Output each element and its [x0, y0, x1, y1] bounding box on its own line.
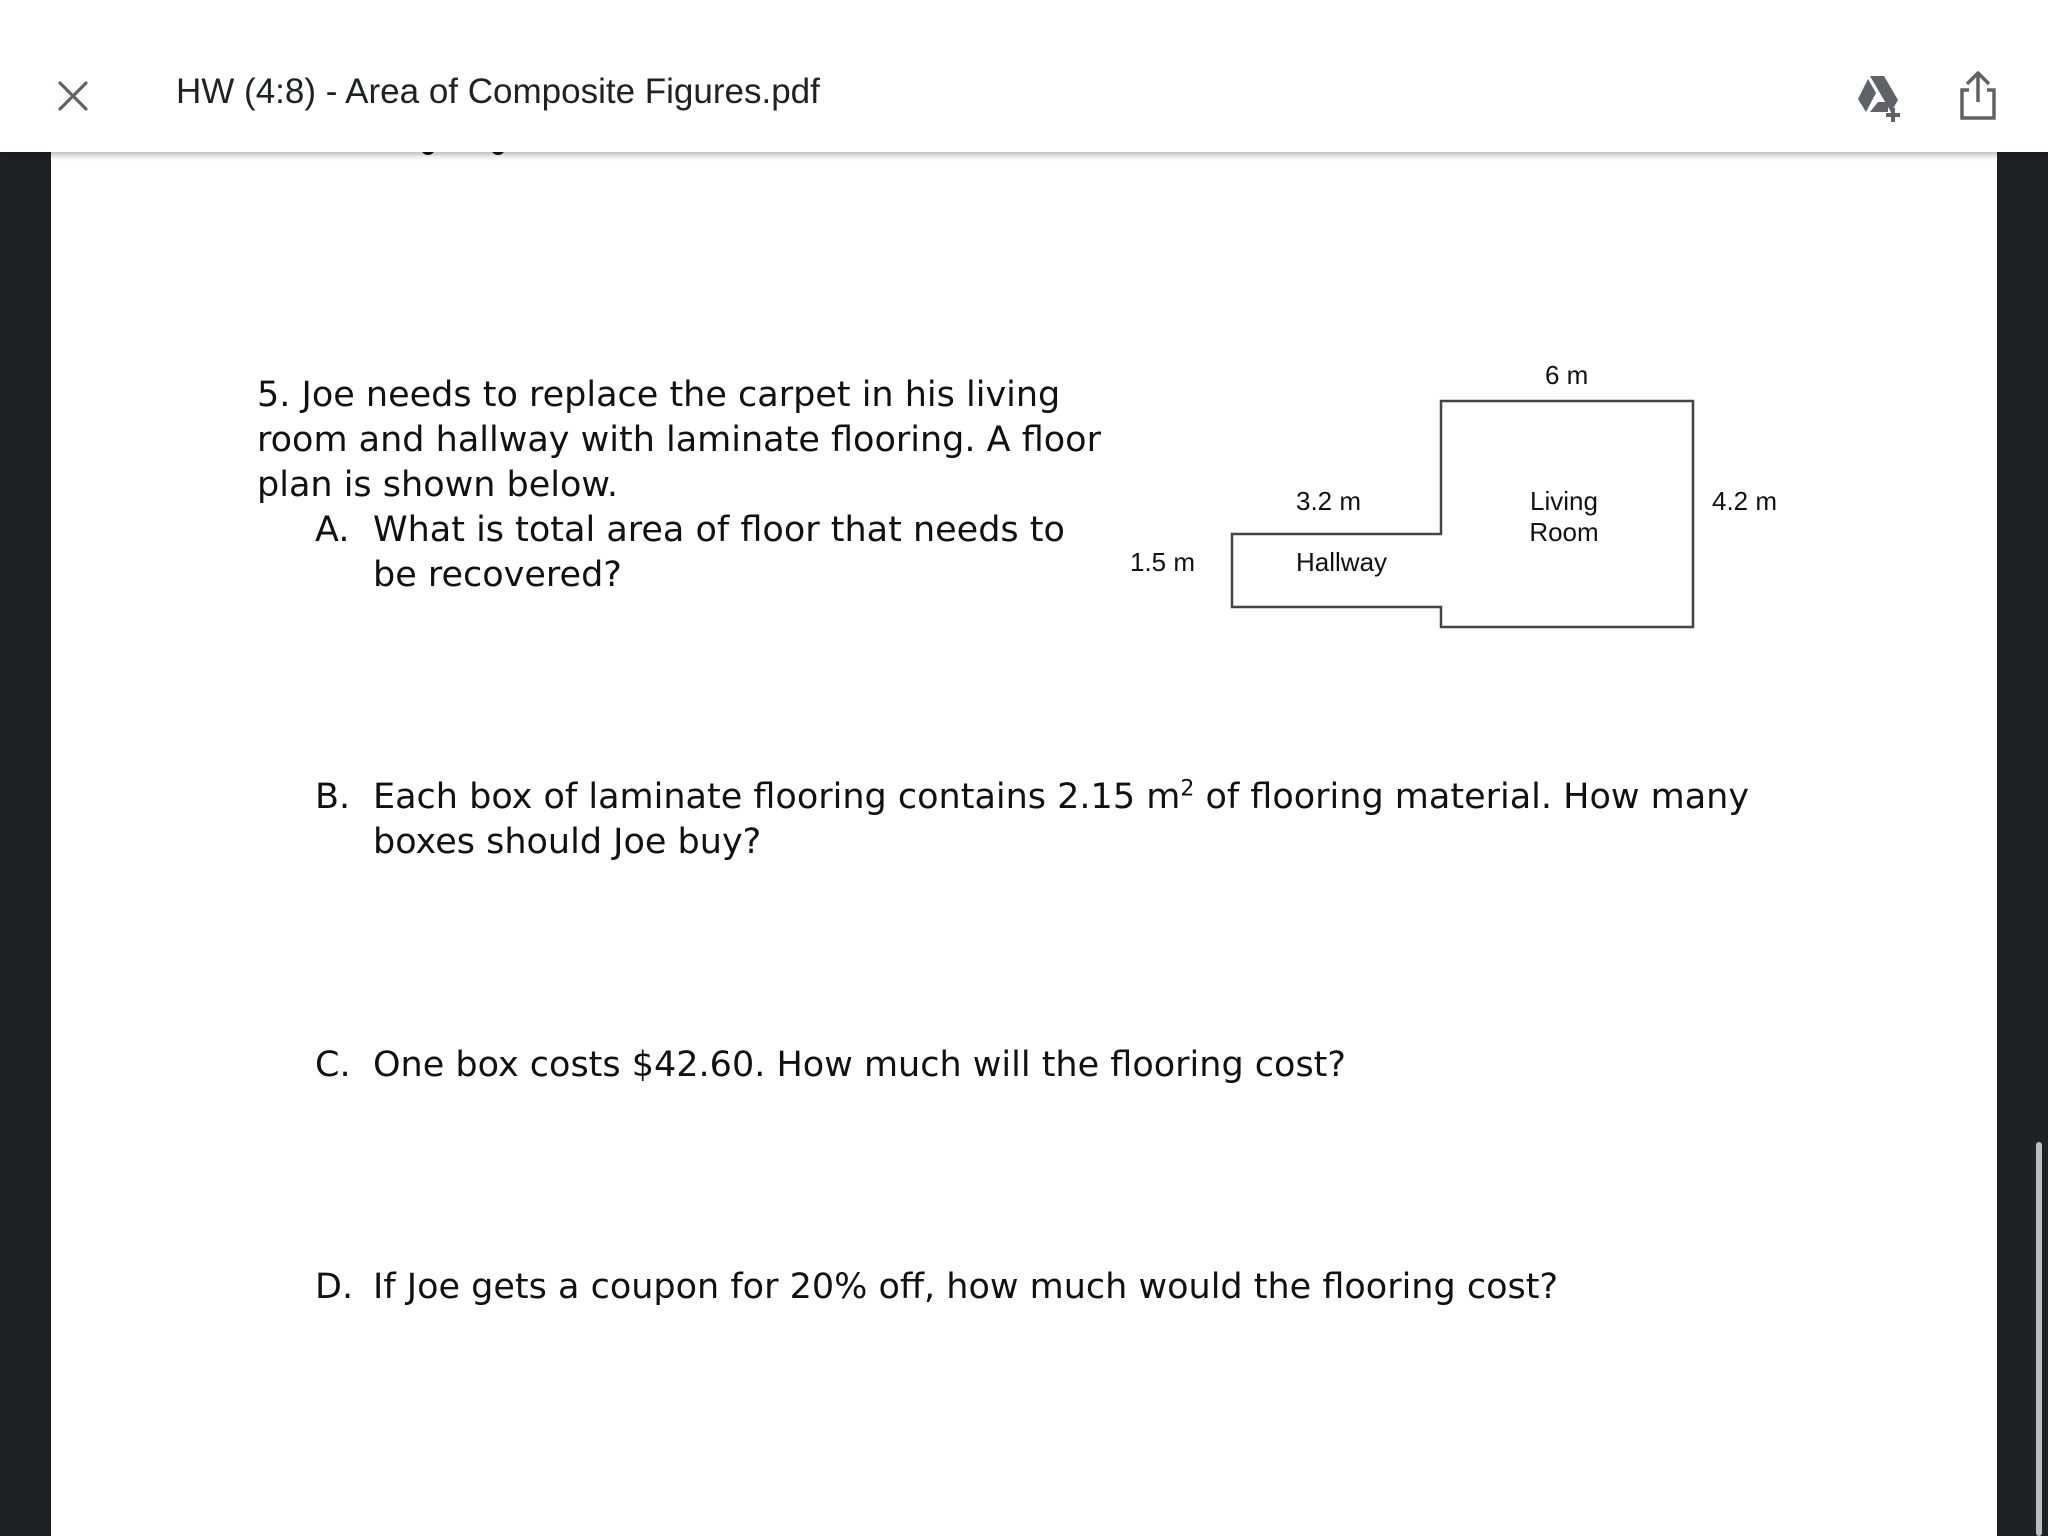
- add-to-drive-icon: [1858, 76, 1900, 122]
- part-text: What is total area of floor that needs t…: [373, 510, 1065, 550]
- clipped-previous-text: [421, 140, 531, 160]
- question-5: 5. Joe needs to replace the carpet in hi…: [257, 373, 1101, 508]
- part-letter: C.: [315, 1045, 351, 1085]
- close-button[interactable]: [42, 60, 104, 132]
- add-to-drive-button[interactable]: [1852, 68, 1908, 124]
- dimension-hallway-height: 1.5 m: [1130, 547, 1196, 577]
- share-icon: [1960, 71, 1996, 120]
- part-text: be recovered?: [373, 555, 622, 595]
- part-text: boxes should Joe buy?: [373, 822, 762, 862]
- pdf-page: [51, 0, 1997, 1536]
- question-stem-line: plan is shown below.: [257, 465, 618, 505]
- part-text: of flooring material. How many: [1194, 777, 1750, 817]
- question-stem-line: 5. Joe needs to replace the carpet in hi…: [257, 375, 1061, 415]
- dimension-hallway-width: 3.2 m: [1296, 486, 1362, 516]
- part-text: If Joe gets a coupon for 20% off, how mu…: [373, 1267, 1559, 1307]
- part-text: One box costs $42.60. How much will the …: [373, 1045, 1346, 1085]
- part-letter: D.: [315, 1267, 354, 1307]
- part-d: D. If Joe gets a coupon for 20% off, how…: [315, 1265, 1558, 1310]
- question-stem-line: room and hallway with laminate flooring.…: [257, 420, 1101, 460]
- document-title: HW (4:8) - Area of Composite Figures.pdf: [176, 72, 820, 111]
- dimension-top: 6 m: [1545, 360, 1589, 390]
- superscript: 2: [1180, 776, 1195, 802]
- part-letter: A.: [315, 510, 350, 550]
- share-button[interactable]: [1950, 68, 2006, 124]
- part-b: B. Each box of laminate flooring contain…: [315, 775, 1749, 865]
- close-icon: [58, 81, 88, 111]
- viewer-toolbar: HW (4:8) - Area of Composite Figures.pdf: [0, 0, 2048, 152]
- floor-plan-outline: [1230, 399, 1695, 629]
- living-room-label-line: Room: [1529, 517, 1599, 547]
- part-a: A. What is total area of floor that need…: [315, 508, 1065, 598]
- hallway-label: Hallway: [1296, 547, 1388, 577]
- part-c: C. One box costs $42.60. How much will t…: [315, 1043, 1346, 1088]
- part-text: Each box of laminate flooring contains 2…: [373, 777, 1181, 817]
- dimension-right: 4.2 m: [1712, 486, 1778, 516]
- part-letter: B.: [315, 777, 351, 817]
- living-room-label-line: Living: [1530, 486, 1598, 516]
- scrollbar[interactable]: [2036, 1142, 2042, 1536]
- living-room-label: Living Room: [1524, 486, 1604, 548]
